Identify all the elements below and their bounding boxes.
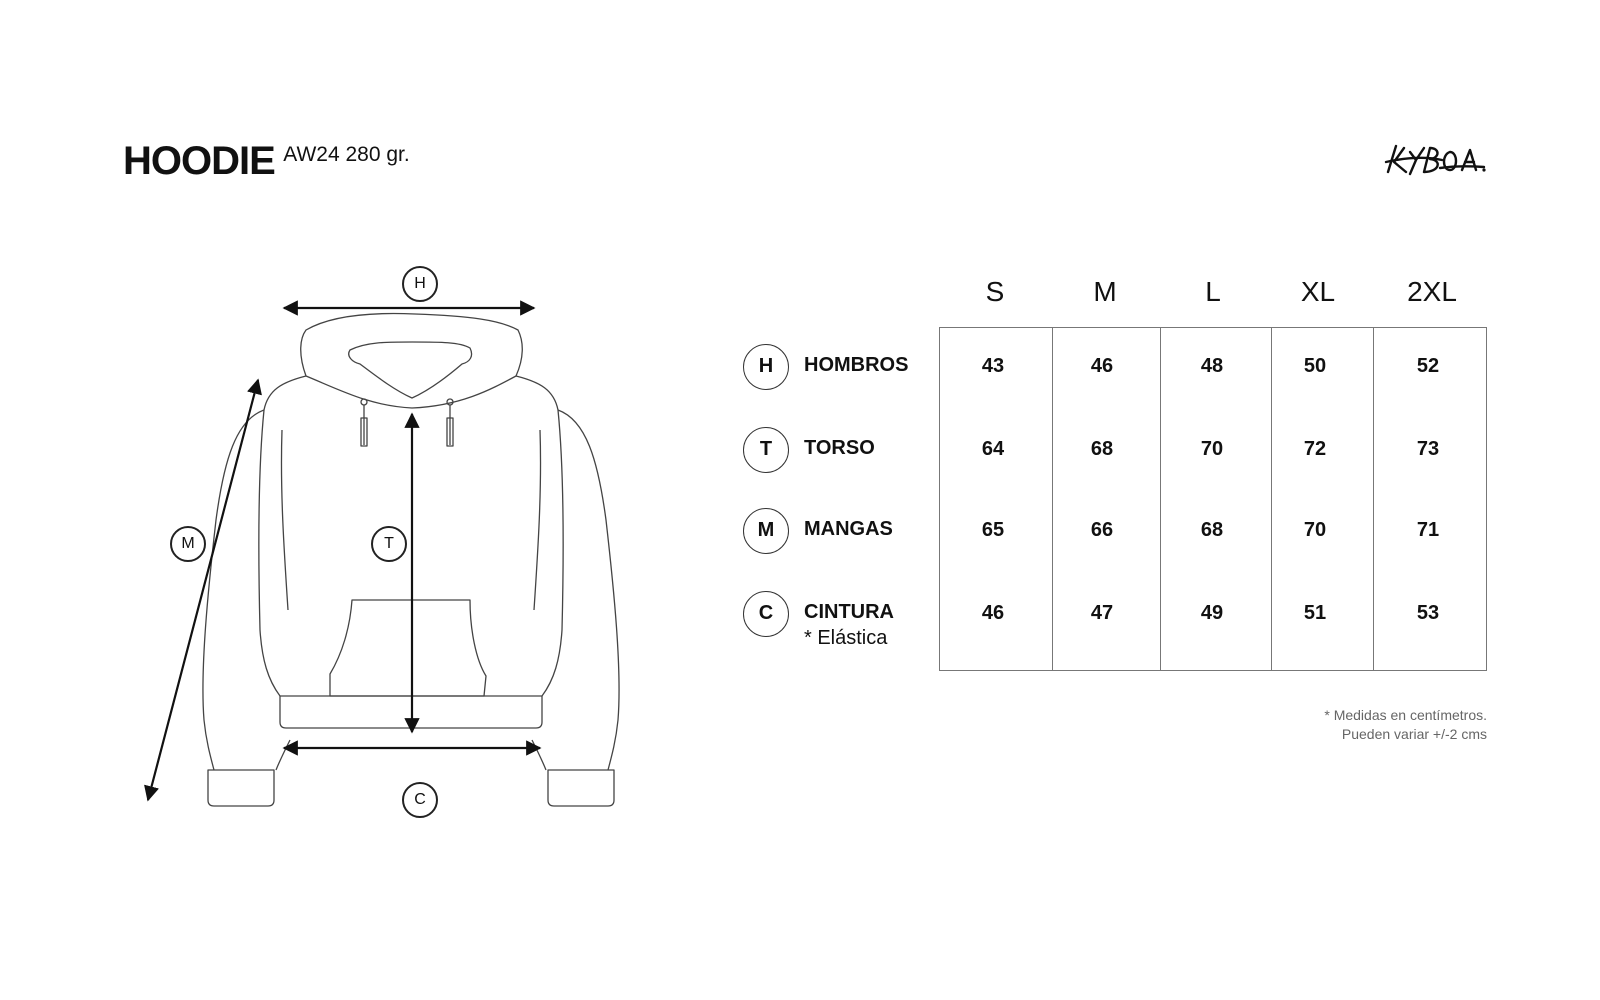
row-marker-h: H (743, 344, 789, 390)
size-header-m: M (1093, 276, 1117, 307)
marker-m: M (170, 526, 206, 562)
table-cell: 68 (1090, 438, 1114, 460)
row-label-mangas: MANGAS (804, 518, 893, 540)
table-cell: 66 (1090, 519, 1114, 541)
size-header-s: S (985, 276, 1005, 307)
hoodie-diagram: H T M C (140, 250, 660, 850)
row-label-torso: TORSO (804, 437, 875, 459)
size-header-2xl: 2XL (1407, 276, 1457, 307)
column-divider (1052, 328, 1053, 670)
marker-c: C (402, 782, 438, 818)
table-cell: 43 (981, 355, 1005, 377)
table-cell: 72 (1303, 438, 1327, 460)
brand-logo (1384, 144, 1486, 176)
row-note-elastica: * Elástica (804, 627, 888, 649)
row-label-cintura: CINTURA (804, 601, 894, 623)
row-marker-t: T (743, 427, 789, 473)
table-cell: 48 (1200, 355, 1224, 377)
table-cell: 65 (981, 519, 1005, 541)
page-subtitle: AW24 280 gr. (283, 143, 410, 166)
row-marker-c: C (743, 591, 789, 637)
marker-h: H (402, 266, 438, 302)
table-cell: 68 (1200, 519, 1224, 541)
sleeve-arrow (144, 378, 262, 802)
column-divider (1373, 328, 1374, 670)
page-title: HOODIE (123, 139, 276, 183)
table-cell: 47 (1090, 602, 1114, 624)
table-cell: 71 (1416, 519, 1440, 541)
row-label-hombros: HOMBROS (804, 354, 909, 376)
size-header-xl: XL (1300, 276, 1336, 307)
table-cell: 70 (1200, 438, 1224, 460)
table-cell: 53 (1416, 602, 1440, 624)
table-cell: 51 (1303, 602, 1327, 624)
marker-t: T (371, 526, 407, 562)
hoodie-outline (144, 300, 620, 807)
footnote-tolerance: Pueden variar +/-2 cms (1341, 726, 1487, 742)
table-cell: 64 (981, 438, 1005, 460)
size-table (939, 327, 1487, 671)
table-cell: 46 (1090, 355, 1114, 377)
row-marker-m: M (743, 508, 789, 554)
size-header-l: L (1205, 276, 1221, 307)
table-cell: 50 (1303, 355, 1327, 377)
table-cell: 70 (1303, 519, 1327, 541)
table-cell: 46 (981, 602, 1005, 624)
table-cell: 49 (1200, 602, 1224, 624)
footnote-units: * Medidas en centímetros. (1324, 707, 1487, 723)
table-cell: 73 (1416, 438, 1440, 460)
column-divider (1271, 328, 1272, 670)
page-title-group: HOODIE AW24 280 gr. (123, 139, 410, 184)
column-divider (1160, 328, 1161, 670)
table-cell: 52 (1416, 355, 1440, 377)
